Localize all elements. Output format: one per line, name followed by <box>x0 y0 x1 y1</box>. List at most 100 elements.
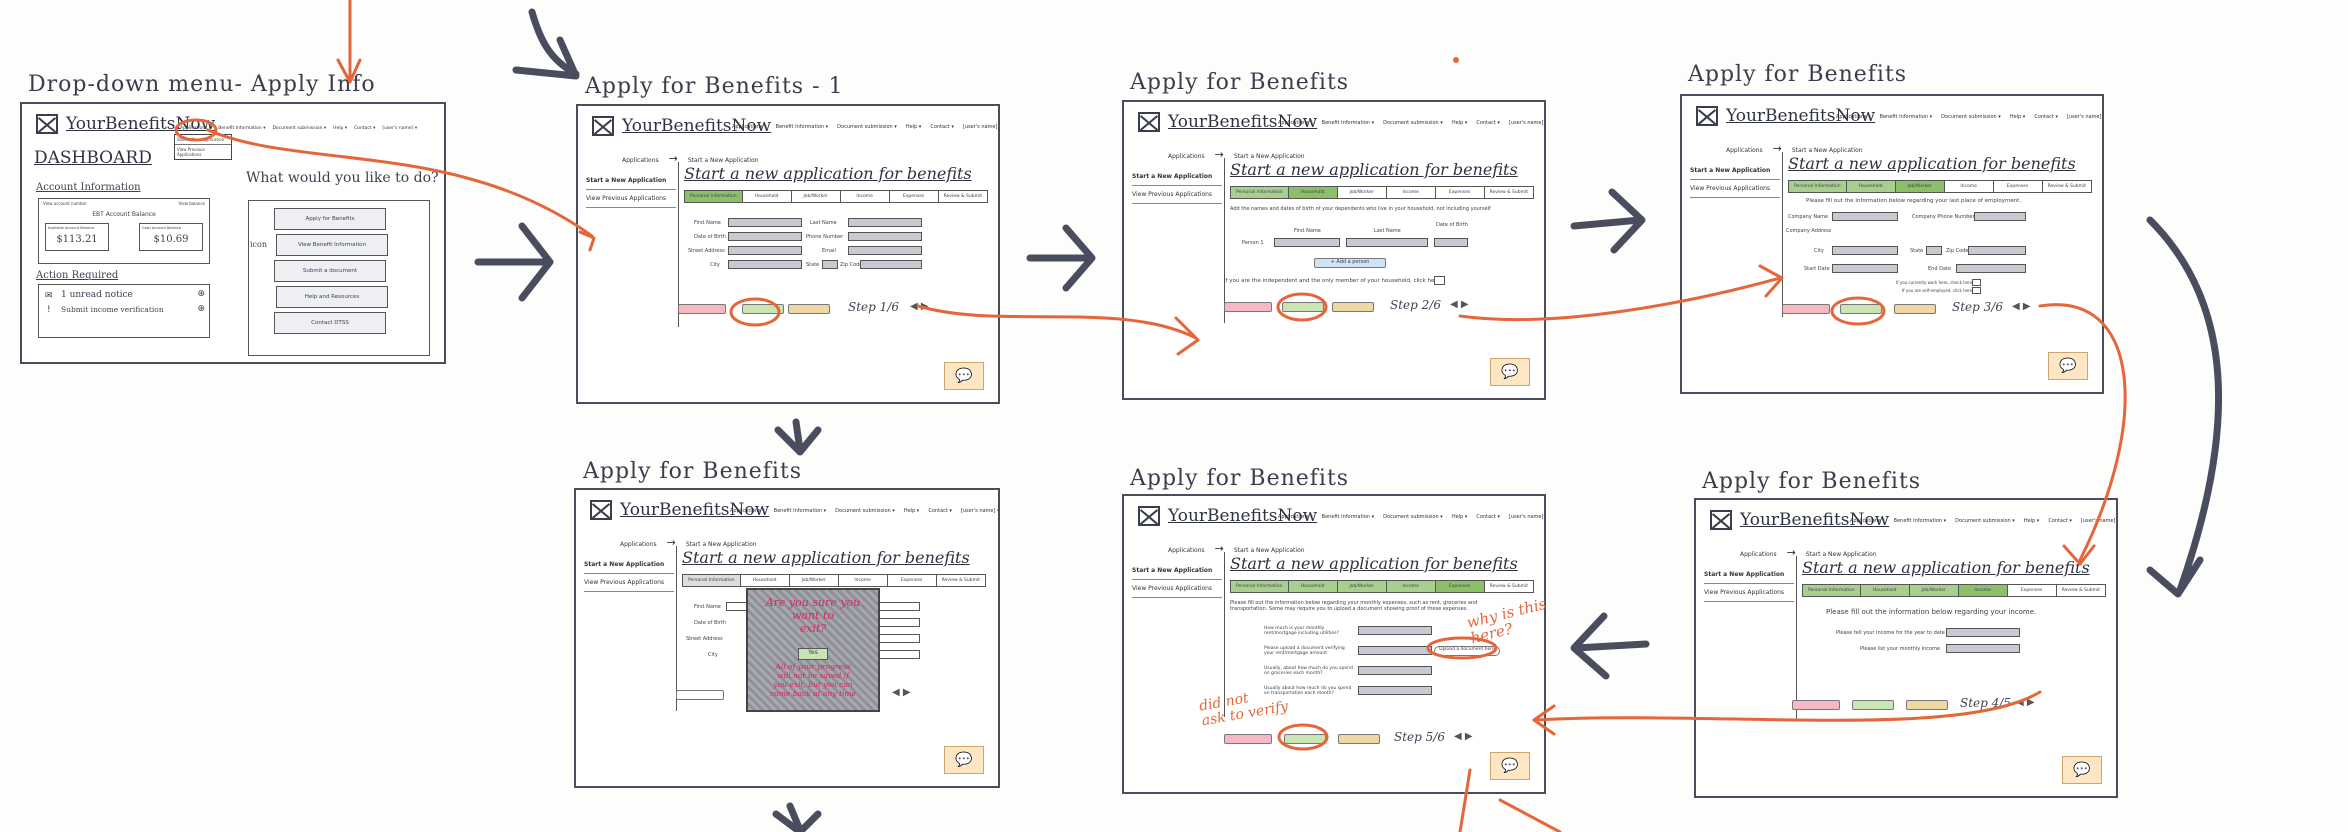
tab-review[interactable]: Review & Submit <box>941 578 980 583</box>
input-rent[interactable] <box>1358 626 1432 635</box>
input-phone[interactable] <box>878 618 920 627</box>
next-button[interactable] <box>788 304 830 314</box>
tab-expenses[interactable]: Expenses <box>888 575 937 586</box>
step-arrows-icon[interactable]: ◀ ▶ <box>910 301 929 312</box>
nav-contact[interactable]: Contact <box>1476 514 1500 520</box>
tab-review[interactable]: Review & Submit <box>1489 584 1528 589</box>
independent-checkbox[interactable] <box>1434 276 1445 285</box>
upload-document-button[interactable]: Upload a document here <box>1434 646 1500 656</box>
chat-button[interactable]: 💬 <box>944 362 984 390</box>
nav-user[interactable]: [user's name] <box>1509 514 1544 520</box>
logo[interactable]: YourBenefitsNow <box>590 500 769 520</box>
logo[interactable]: YourBenefitsNow <box>36 114 215 134</box>
input-end-date[interactable] <box>1956 264 2026 273</box>
nav-applications[interactable]: Applications <box>180 126 211 131</box>
logo[interactable]: YourBenefitsNow <box>1138 112 1317 132</box>
nav-documents[interactable]: Document submission <box>272 126 326 131</box>
nav-applications[interactable]: Applications <box>732 124 767 130</box>
tab-job[interactable]: Job/Worker <box>1895 181 1945 192</box>
nav-documents[interactable]: Document submission <box>835 508 895 514</box>
tab-personal[interactable]: Personal Information <box>685 191 743 202</box>
tab-job[interactable]: Job/Worker <box>1338 187 1387 198</box>
tab-household[interactable]: Household <box>1860 585 1910 596</box>
tab-review[interactable]: Review & Submit <box>1489 190 1528 195</box>
nav-user[interactable]: [user's name] <box>2081 518 2116 524</box>
tab-personal[interactable]: Personal Information <box>1231 581 1289 592</box>
step-arrows-icon[interactable]: ◀ ▶ <box>2012 301 2031 312</box>
plus-circle-icon[interactable]: ⊕ <box>197 304 205 314</box>
submit-verification[interactable]: Submit income verification <box>61 305 164 314</box>
chat-button[interactable]: 💬 <box>1490 358 1530 386</box>
nav-documents[interactable]: Document submission <box>1941 114 2001 120</box>
nav-contact[interactable]: Contact <box>2034 114 2058 120</box>
logo[interactable]: YourBenefitsNow <box>1710 510 1889 530</box>
dropdown-item-new[interactable]: Start a New Application <box>175 135 231 145</box>
tab-expenses[interactable]: Expenses <box>890 191 939 202</box>
input-first-name[interactable] <box>726 602 748 611</box>
nav-user[interactable]: [user's name] <box>2067 114 2102 120</box>
nav-benefit-info[interactable]: Benefit Information <box>1894 518 1947 524</box>
tab-income[interactable]: Income <box>1387 187 1436 198</box>
sidebar-new[interactable]: Start a New Application <box>1132 168 1222 186</box>
chat-button[interactable]: 💬 <box>2062 756 2102 784</box>
nav-help[interactable]: Help <box>904 508 920 514</box>
tab-household[interactable]: Household <box>1288 187 1338 198</box>
add-person-button[interactable]: + Add a person <box>1314 258 1386 268</box>
input-upload[interactable] <box>1358 646 1432 655</box>
input-email[interactable] <box>878 634 920 643</box>
nav-contact[interactable]: Contact <box>1476 120 1500 126</box>
nav-documents[interactable]: Document submission <box>1955 518 2015 524</box>
tab-job[interactable]: Job/Worker <box>1909 585 1959 596</box>
crumb-root[interactable]: Applications <box>1168 547 1205 554</box>
exit-button[interactable] <box>676 690 724 700</box>
nav-help[interactable]: Help <box>333 126 347 131</box>
dropdown-item-previous[interactable]: View Previous Applications <box>177 147 205 157</box>
tab-job[interactable]: Job/Worker <box>792 191 841 202</box>
tab-job[interactable]: Job/Worker <box>790 575 839 586</box>
save-button[interactable] <box>742 304 784 314</box>
tab-income[interactable]: Income <box>1945 181 1994 192</box>
exit-button[interactable] <box>1792 700 1840 710</box>
menu-apply-benefits[interactable]: Apply for Benefits <box>274 208 386 230</box>
nav-documents[interactable]: Document submission <box>1383 514 1443 520</box>
step-arrows-icon[interactable]: ◀ ▶ <box>1454 731 1473 742</box>
nav-user[interactable]: [user's name] <box>963 124 998 130</box>
input-dob[interactable] <box>728 232 802 241</box>
sidebar-previous[interactable]: View Previous Applications <box>1704 584 1794 602</box>
current-job-checkbox[interactable] <box>1972 279 1981 286</box>
sidebar-new[interactable]: Start a New Application <box>1132 562 1222 580</box>
nav-user[interactable]: [user's name] <box>382 126 417 131</box>
step-arrows-icon[interactable]: ◀ ▶ <box>2016 697 2035 708</box>
tab-expenses[interactable]: Expenses <box>2008 585 2057 596</box>
input-first-name[interactable] <box>728 218 802 227</box>
nav-applications[interactable]: Applications <box>1850 518 1885 524</box>
sidebar-previous[interactable]: View Previous Applications <box>584 574 674 592</box>
tab-personal[interactable]: Personal Information <box>1803 585 1861 596</box>
crumb-root[interactable]: Applications <box>1740 551 1777 558</box>
tab-expenses[interactable]: Expenses <box>1436 187 1485 198</box>
logo[interactable]: YourBenefitsNow <box>1696 106 1875 126</box>
chat-button[interactable]: 💬 <box>1490 752 1530 780</box>
tab-review[interactable]: Review & Submit <box>943 194 982 199</box>
crumb-root[interactable]: Applications <box>1168 153 1205 160</box>
input-email[interactable] <box>848 246 922 255</box>
input-groceries[interactable] <box>1358 666 1432 675</box>
next-button[interactable] <box>1894 304 1936 314</box>
nav-help[interactable]: Help <box>1452 514 1468 520</box>
input-transport[interactable] <box>1358 686 1432 695</box>
exit-button[interactable] <box>678 304 726 314</box>
input-company[interactable] <box>1832 212 1898 221</box>
nav-help[interactable]: Help <box>1452 120 1468 126</box>
nav-documents[interactable]: Document submission <box>1383 120 1443 126</box>
tab-household[interactable]: Household <box>1288 581 1338 592</box>
nav-help[interactable]: Help <box>2010 114 2026 120</box>
input-monthly-income[interactable] <box>1946 644 2020 653</box>
nav-benefit-info[interactable]: Benefit Information <box>1880 114 1933 120</box>
next-button[interactable] <box>1338 734 1380 744</box>
sidebar-new[interactable]: Start a New Application <box>1690 162 1780 180</box>
sidebar-previous[interactable]: View Previous Applications <box>1132 186 1222 204</box>
crumb-root[interactable]: Applications <box>1726 147 1763 154</box>
tab-personal[interactable]: Personal Information <box>1789 181 1847 192</box>
tab-income[interactable]: Income <box>839 575 888 586</box>
input-person-first[interactable] <box>1274 238 1340 247</box>
